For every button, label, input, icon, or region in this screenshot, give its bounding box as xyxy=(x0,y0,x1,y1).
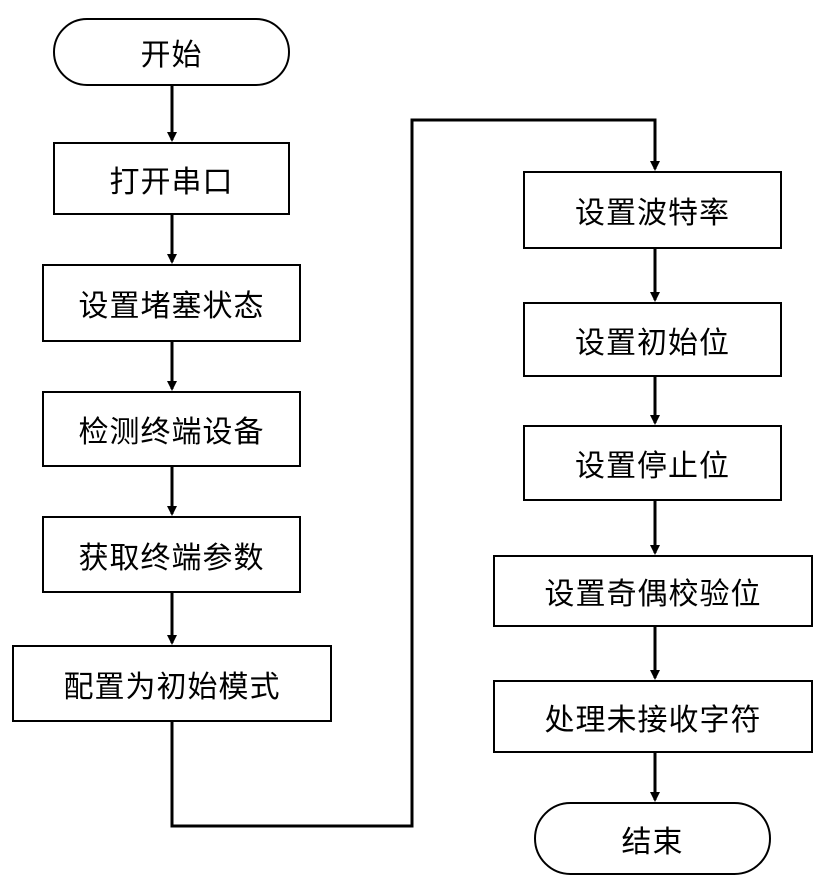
step-label: 处理未接收字符 xyxy=(544,702,762,738)
step-handle-unreceived-chars: 处理未接收字符 xyxy=(493,680,813,753)
start-terminal: 开始 xyxy=(53,18,290,86)
step-label: 设置波特率 xyxy=(575,196,730,231)
step-label: 打开串口 xyxy=(109,164,234,200)
step-set-blocking-state: 设置堵塞状态 xyxy=(42,264,301,342)
step-label: 设置停止位 xyxy=(575,449,730,484)
connector-left-to-right xyxy=(170,118,660,828)
step-configure-initial-mode: 配置为初始模式 xyxy=(12,645,332,722)
step-detect-terminal-device: 检测终端设备 xyxy=(42,391,301,467)
step-open-serial-port: 打开串口 xyxy=(53,142,290,215)
step-label: 检测终端设备 xyxy=(78,415,265,450)
step-set-start-bit: 设置初始位 xyxy=(523,302,782,377)
step-set-baud-rate: 设置波特率 xyxy=(523,171,782,249)
step-set-stop-bit: 设置停止位 xyxy=(523,425,782,501)
step-get-terminal-params: 获取终端参数 xyxy=(42,516,301,593)
step-label: 配置为初始模式 xyxy=(63,669,281,705)
step-label: 设置奇偶校验位 xyxy=(544,577,762,612)
start-label: 开始 xyxy=(140,38,203,73)
step-set-parity-bit: 设置奇偶校验位 xyxy=(493,555,813,627)
end-terminal: 结束 xyxy=(534,802,771,875)
end-label: 结束 xyxy=(621,824,684,860)
step-label: 获取终端参数 xyxy=(78,540,265,576)
step-label: 设置堵塞状态 xyxy=(78,289,265,324)
step-label: 设置初始位 xyxy=(575,325,730,361)
